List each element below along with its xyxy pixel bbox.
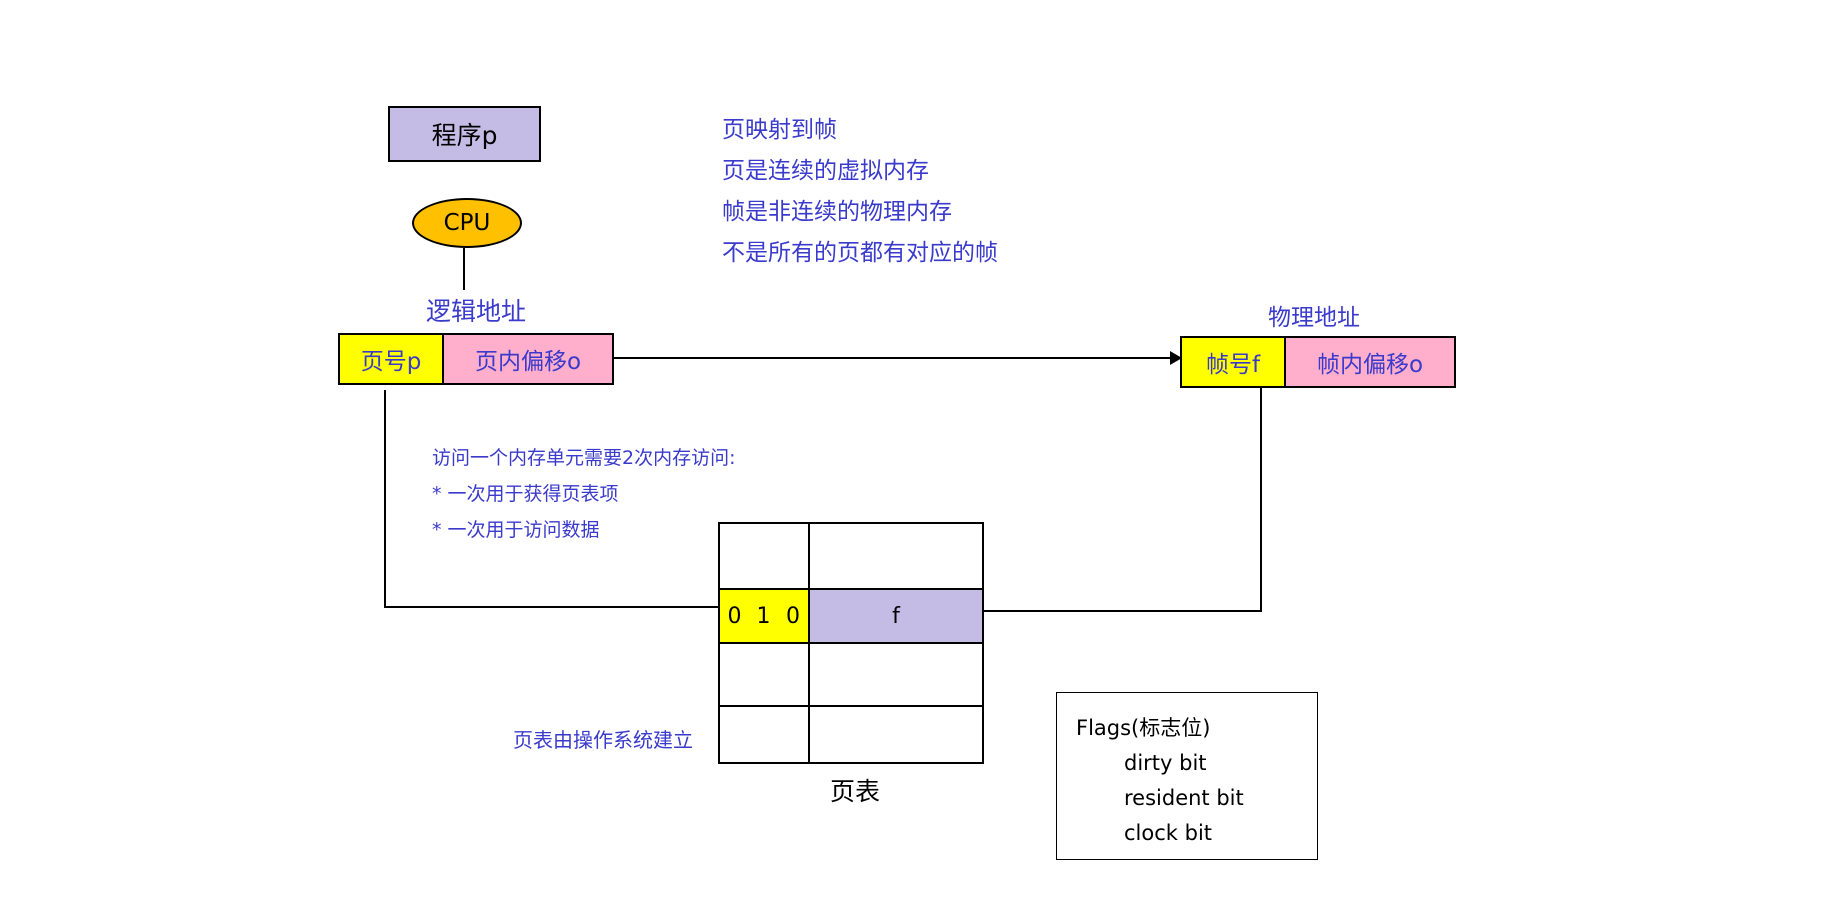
physical-address-title: 物理地址 (1268, 305, 1360, 331)
program-box: 程序p (388, 106, 541, 162)
logical-page-number-cell: 页号p (338, 333, 444, 385)
entry-flag-value: 1 (756, 603, 771, 629)
page-number-down-line (384, 390, 386, 608)
mapping-notes: 页映射到帧 页是连续的虚拟内存 帧是非连续的物理内存 不是所有的页都有对应的帧 (722, 110, 998, 274)
cpu-connector (463, 248, 465, 290)
logical-offset-label: 页内偏移o (474, 349, 582, 375)
logical-offset-cell: 页内偏移o (442, 333, 614, 385)
flags-title: Flags(标志位) (1076, 716, 1211, 740)
arrow-head (1170, 351, 1182, 365)
physical-offset-label: 帧内偏移o (1316, 352, 1424, 378)
page-table-caption: 页表 (830, 777, 881, 806)
frame-up-line (1260, 388, 1262, 612)
entry-flag-value: 0 (786, 603, 800, 629)
page-table-row-divider (720, 705, 982, 707)
cpu-label: CPU (443, 210, 491, 236)
flag-item: resident bit (1124, 786, 1244, 810)
entry-row-top-border (720, 588, 982, 590)
physical-offset-cell: 帧内偏移o (1284, 336, 1456, 388)
flag-item: dirty bit (1124, 751, 1207, 775)
physical-frame-number-cell: 帧号f (1180, 336, 1286, 388)
memory-access-item: * 一次用于获得页表项 (432, 483, 619, 505)
memory-access-item: * 一次用于访问数据 (432, 519, 600, 541)
physical-frame-number-label: 帧号f (1205, 352, 1261, 378)
entry-frame-value: f (892, 603, 900, 629)
entry-flag-value: 0 (727, 603, 742, 629)
page-table-note: 页表由操作系统建立 (513, 728, 693, 752)
note-line: 帧是非连续的物理内存 (722, 199, 952, 225)
entry-frame-cell: f (810, 588, 982, 644)
memory-access-notes: 访问一个内存单元需要2次内存访问: * 一次用于获得页表项 * 一次用于访问数据 (432, 440, 736, 548)
memory-access-heading: 访问一个内存单元需要2次内存访问: (432, 447, 736, 469)
program-label: 程序p (431, 121, 498, 150)
entry-row-bottom-border (720, 642, 982, 644)
logical-address-title: 逻辑地址 (426, 297, 527, 326)
table-to-frame-line (982, 610, 1262, 612)
logical-page-number-label: 页号p (360, 349, 422, 375)
entry-flag-cell: 1 (749, 588, 780, 644)
entry-flag-cell: 0 (720, 588, 751, 644)
note-line: 页是连续的虚拟内存 (722, 158, 929, 184)
logical-to-physical-line (614, 357, 1182, 359)
note-line: 不是所有的页都有对应的帧 (722, 240, 998, 266)
entry-flag-cell: 0 (778, 588, 808, 644)
flag-item: clock bit (1124, 821, 1213, 845)
cpu-node: CPU (412, 198, 522, 248)
page-number-to-table-line (384, 606, 720, 608)
page-table: 0 1 0 f (718, 522, 984, 764)
note-line: 页映射到帧 (722, 117, 837, 143)
flags-box: Flags(标志位) dirty bit resident bit clock … (1056, 692, 1318, 860)
